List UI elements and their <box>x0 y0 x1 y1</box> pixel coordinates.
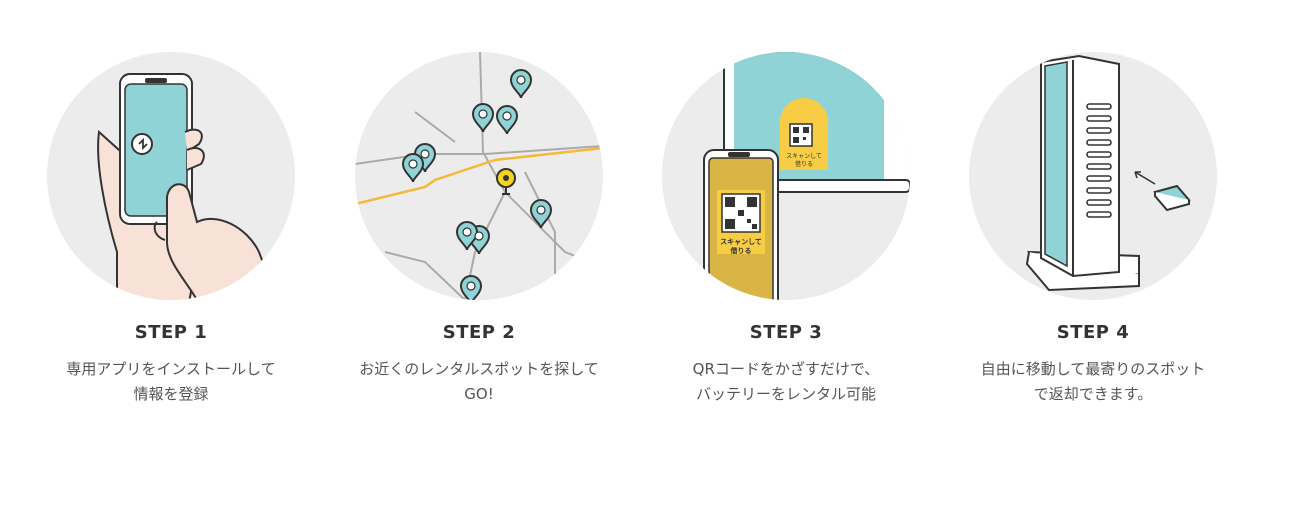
step-4: STEP 4 自由に移動して最寄りのスポット で返却できます。 <box>958 52 1228 407</box>
step-1-illustration <box>97 73 279 300</box>
step-description: 自由に移動して最寄りのスポット で返却できます。 <box>980 360 1206 403</box>
return-station-icon <box>969 52 1217 300</box>
svg-text:借りる: 借りる <box>795 160 813 168</box>
step-title: STEP 2 <box>442 322 516 343</box>
svg-text:スキャンして: スキャンして <box>720 238 762 246</box>
step-3: スキャンして 借りる スキャンして 借りる STEP 3 QRコードをかざすだけ… <box>651 52 921 407</box>
step-description: お近くのレンタルスポットを探して GO! <box>359 360 599 403</box>
step-3-illustration: スキャンして 借りる スキャンして 借りる <box>703 52 910 300</box>
map-pins-icon <box>355 52 603 300</box>
step-2-illustration <box>355 52 603 300</box>
phone-hand-icon <box>47 52 295 300</box>
step-title: STEP 4 <box>1056 322 1130 343</box>
svg-text:借りる: 借りる <box>730 246 752 255</box>
step-2: STEP 2 お近くのレンタルスポットを探して GO! <box>344 52 614 407</box>
qr-scan-icon: スキャンして 借りる スキャンして 借りる <box>662 52 910 300</box>
step-description: 専用アプリをインストールして 情報を登録 <box>66 360 276 403</box>
step-4-illustration <box>1025 54 1191 292</box>
step-description: QRコードをかざすだけで、 バッテリーをレンタル可能 <box>692 360 880 403</box>
step-1: STEP 1 専用アプリをインストールして 情報を登録 <box>36 52 306 407</box>
step-title: STEP 1 <box>134 322 208 343</box>
qr-label-small: スキャンして <box>786 153 822 160</box>
step-title: STEP 3 <box>749 322 823 343</box>
